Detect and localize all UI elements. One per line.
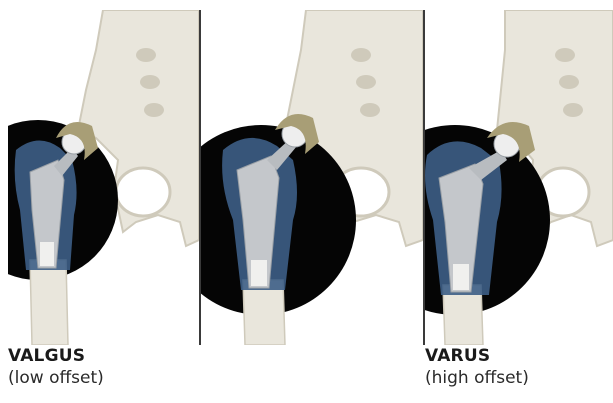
sacral-foramen — [356, 75, 376, 89]
panel-valgus — [8, 10, 199, 345]
sacral-foramen — [351, 48, 371, 62]
caption-varus-subtitle: (high offset) — [425, 367, 529, 389]
neutral-illustration — [201, 10, 423, 345]
caption-varus: VARUS (high offset) — [425, 345, 529, 389]
panel-neutral — [201, 10, 423, 345]
sacral-foramen — [360, 103, 380, 117]
sacral-foramen — [144, 103, 164, 117]
varus-illustration — [425, 10, 613, 345]
implant-tip — [40, 242, 54, 266]
femur-shaft — [30, 260, 68, 345]
sacral-foramen — [555, 48, 575, 62]
sacral-foramen — [136, 48, 156, 62]
implant-tip — [251, 260, 267, 286]
sacral-foramen — [559, 75, 579, 89]
obturator-foramen — [116, 168, 170, 216]
sacral-foramen — [140, 75, 160, 89]
caption-valgus-title: VALGUS — [8, 345, 104, 367]
caption-valgus: VALGUS (low offset) — [8, 345, 104, 389]
panel-varus — [425, 10, 613, 345]
caption-valgus-subtitle: (low offset) — [8, 367, 104, 389]
valgus-illustration — [8, 10, 199, 345]
sacral-foramen — [563, 103, 583, 117]
caption-varus-title: VARUS — [425, 345, 529, 367]
implant-tip — [453, 264, 469, 290]
